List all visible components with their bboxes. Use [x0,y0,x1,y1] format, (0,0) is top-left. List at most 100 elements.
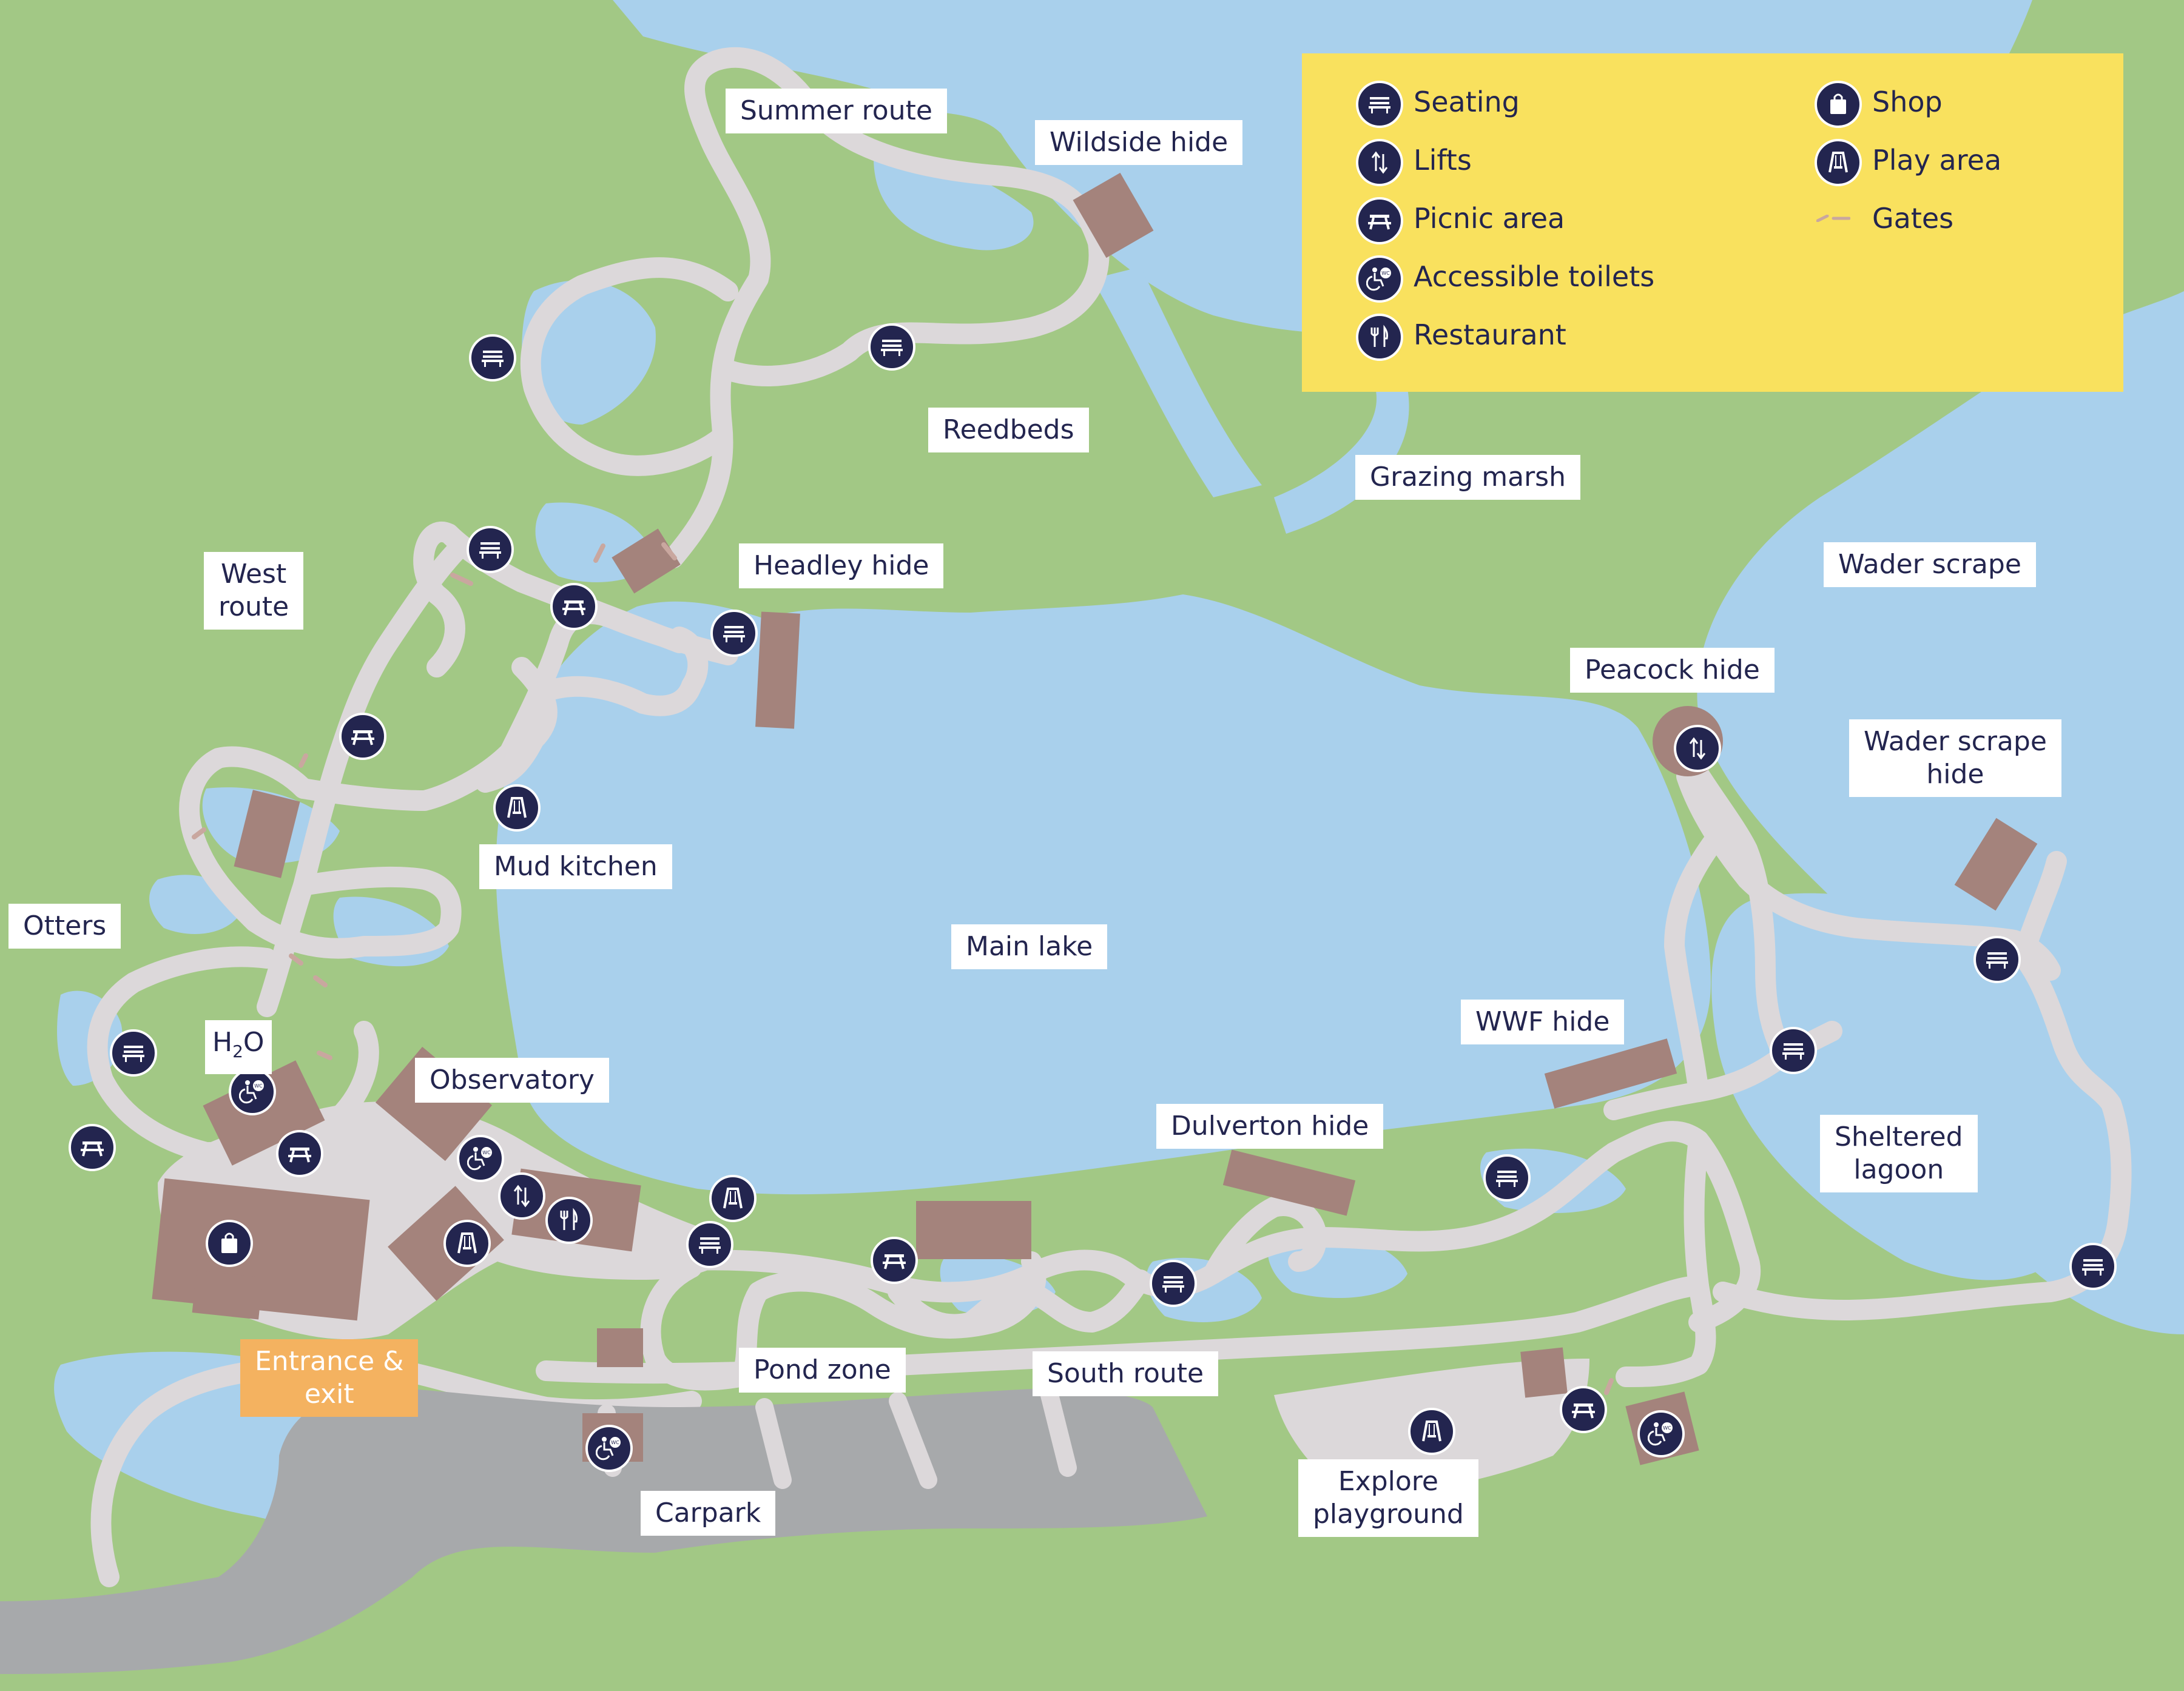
far-west-path [179,746,462,959]
accessible-toilet-icon: WC [585,1425,633,1472]
lakeside-hide-building [916,1201,1031,1259]
pond-zone-label: Pond zone [739,1348,906,1393]
west-route-label: West route [204,552,304,630]
bench-icon [110,1029,157,1077]
legend-label: Restaurant [1414,318,1566,351]
main-lake-label: Main lake [951,924,1108,969]
northwest-pond [874,155,1034,250]
explore-playground-label: Explore playground [1298,1459,1478,1537]
h2o-building [203,1060,325,1166]
main-lake [496,594,1711,1195]
playground-hut [1520,1347,1568,1398]
summer-route-label: Summer route [726,89,947,133]
carpark-label: Carpark [641,1491,776,1536]
mud-kitchen-path [536,627,709,716]
picnic-table-icon [339,713,386,760]
lift-icon [1356,139,1403,186]
bench-icon [1973,936,2021,983]
h2o-label: H2O [205,1020,272,1074]
shop-bag-icon [1815,81,1862,128]
svg-text:WC: WC [1381,271,1390,276]
west-route-path [257,536,471,1017]
peacock-lagoon-path [1682,754,1794,1066]
entrance-exit-label: Entrance & exit [240,1339,419,1417]
bench-icon [1770,1027,1817,1074]
svg-text:WC: WC [1663,1425,1671,1431]
accessible-toilet-icon: WC [229,1068,276,1115]
bench-icon [1483,1154,1531,1202]
headley-hide-label: Headley hide [739,543,944,588]
wader-scrape-label: Wader scrape [1824,542,2036,587]
visitor-centre-building [152,1178,370,1321]
west-hide-building [234,790,300,878]
bench-icon [1150,1260,1197,1307]
svg-text:WC: WC [254,1083,263,1089]
map-legend: Seating Lifts Picnic area WC Accessible … [1302,53,2123,392]
swing-icon [443,1220,491,1267]
wader-scrape-hide-building [1954,818,2038,911]
dulverton-hide-building [1222,1149,1356,1216]
h2o-h: H [212,1027,233,1058]
south-loop-b [1203,1195,1327,1284]
swing-icon [1815,139,1862,186]
legend-label: Shop [1872,86,1943,118]
swing-icon [1408,1408,1455,1455]
accessible-toilet-icon: WC [457,1135,504,1182]
northwest-loop-path [520,257,738,476]
bench-icon [467,526,514,573]
bench-icon [686,1221,733,1268]
lift-icon [1674,725,1721,772]
shop-annex-building [192,1270,263,1320]
svg-text:WC: WC [482,1150,491,1155]
bench-icon [1356,81,1403,128]
wildside-hide-building [1073,172,1154,258]
legend-label: Lifts [1414,144,1472,176]
legend-label: Picnic area [1414,202,1565,235]
dulverton-hide-label: Dulverton hide [1156,1104,1384,1149]
wader-path [2016,851,2067,956]
legend-label: Gates [1872,202,1954,235]
h2o-o: O [243,1027,265,1058]
reedbed-channels [1092,267,1262,497]
south-route-label: South route [1033,1351,1219,1396]
grazing-marsh-channels [1274,376,1409,534]
swing-icon [493,784,541,832]
shop-bag-icon [206,1220,253,1267]
peacock-path [1616,1130,1716,1387]
wwf-hide-label: WWF hide [1461,1000,1625,1044]
picnic-table-icon [1560,1386,1607,1433]
wwf-hide-building [1544,1038,1677,1109]
bench-icon [868,323,915,371]
pond-zone-hut [597,1328,643,1367]
picnic-table-icon [550,583,598,630]
legend-label: Play area [1872,144,2002,176]
restaurant-icon [545,1197,593,1244]
grazing-marsh-label: Grazing marsh [1355,455,1580,500]
sheltered-lagoon-water [1711,893,2081,1280]
swing-icon [709,1175,757,1222]
bench-icon [2069,1243,2117,1290]
gate-mark-icon [1816,215,1850,222]
accessible-toilet-icon: WC [1356,255,1403,303]
observatory-label: Observatory [415,1058,609,1103]
mud-kitchen-label: Mud kitchen [479,844,672,889]
svg-text:WC: WC [611,1440,619,1445]
otters-path [87,946,277,1163]
otters-label: Otters [8,904,121,949]
reedbeds-label: Reedbeds [928,408,1089,452]
wader-scrape-hide-label: Wader scrape hide [1849,719,2061,797]
carpark-area [0,1388,1207,1674]
picnic-table-icon [871,1237,918,1284]
wildside-hide-label: Wildside hide [1035,120,1243,165]
sheltered-lagoon-label: Sheltered lagoon [1820,1115,1978,1192]
bench-icon [469,334,516,382]
legend-label: Accessible toilets [1414,260,1655,293]
gates [192,542,1614,1395]
h2o-subscript: 2 [232,1041,243,1061]
east-lagoon-path [1713,936,2132,1320]
picnic-table-icon [1356,197,1403,244]
restaurant-icon [1356,314,1403,361]
legend-label: Seating [1414,86,1520,118]
south-loop-a [888,1269,1151,1335]
observatory-building [375,1046,493,1162]
